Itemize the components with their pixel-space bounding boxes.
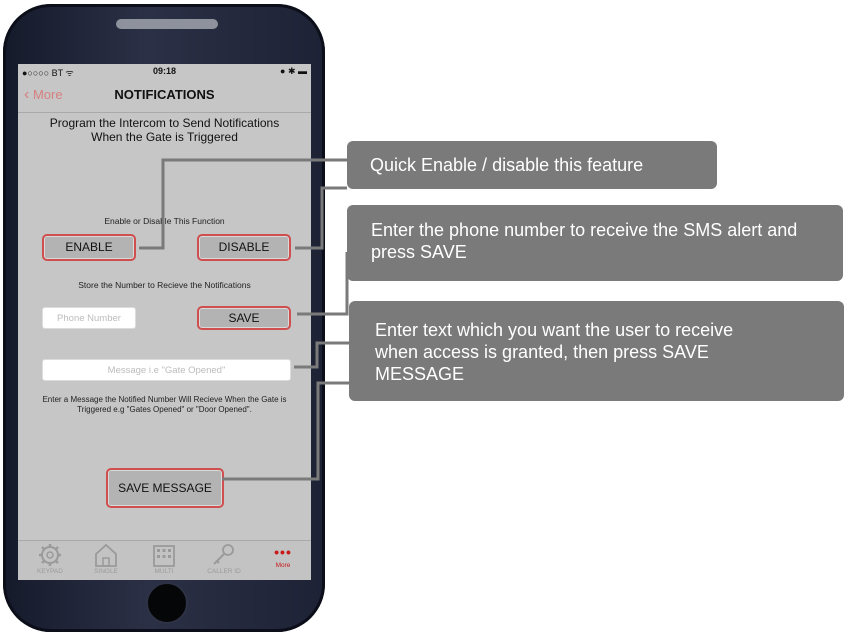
home-button[interactable]	[146, 582, 188, 624]
page-heading: Program the Intercom to Send Notificatio…	[28, 116, 301, 144]
connector-message	[294, 341, 349, 369]
store-number-label: Store the Number to Recieve the Notifica…	[78, 280, 251, 290]
message-input[interactable]	[42, 359, 291, 381]
page-title: NOTIFICATIONS	[114, 87, 215, 102]
more-dots-icon: •••	[274, 544, 292, 560]
disable-button[interactable]: DISABLE	[197, 234, 291, 261]
battery-icon: ● ✱ ▬	[280, 66, 307, 76]
save-message-button[interactable]: SAVE MESSAGE	[106, 468, 224, 508]
callout-message: Enter text which you want the user to re…	[349, 301, 844, 401]
back-button[interactable]: ‹ More	[24, 86, 63, 104]
save-button[interactable]: SAVE	[197, 306, 291, 330]
carrier-signal: ●○○○○ BT ᯤ	[22, 68, 74, 78]
connector-enable	[139, 158, 347, 250]
phone-speaker	[116, 19, 218, 29]
heading-line-2: When the Gate is Triggered	[91, 130, 238, 144]
key-icon	[213, 544, 234, 565]
app-screen: ●○○○○ BT ᯤ 09:18 ● ✱ ▬ ‹ More NOTIFICATI…	[18, 64, 311, 580]
status-bar: ●○○○○ BT ᯤ 09:18 ● ✱ ▬	[18, 64, 311, 78]
callout-phone-number: Enter the phone number to receive the SM…	[347, 205, 843, 281]
tab-caller-id[interactable]: CALLER ID	[199, 543, 249, 579]
connector-disable	[295, 186, 347, 250]
building-icon	[153, 545, 175, 567]
tab-more-label: More	[275, 562, 291, 569]
tab-caller-id-label: CALLER ID	[207, 568, 241, 575]
message-hint: Enter a Message the Notified Number Will…	[42, 395, 287, 414]
tab-multi[interactable]: MULTI	[139, 543, 189, 579]
navigation-bar: ‹ More NOTIFICATIONS	[18, 78, 311, 113]
phone-frame: ●○○○○ BT ᯤ 09:18 ● ✱ ▬ ‹ More NOTIFICATI…	[3, 4, 325, 632]
gear-icon	[39, 544, 61, 566]
tab-more[interactable]: ••• More	[258, 543, 308, 579]
connector-save-message	[222, 381, 349, 481]
tab-keypad-label: KEYPAD	[37, 568, 63, 575]
phone-number-input[interactable]	[42, 307, 136, 329]
tab-multi-label: MULTI	[154, 568, 174, 575]
enable-button[interactable]: ENABLE	[42, 234, 136, 261]
back-button-label: More	[32, 87, 63, 102]
chevron-left-icon: ‹	[24, 86, 30, 103]
house-icon	[95, 543, 117, 567]
status-time: 09:18	[152, 66, 177, 76]
tab-keypad[interactable]: KEYPAD	[25, 543, 75, 579]
tab-single-label: SINGLE	[94, 568, 118, 575]
callout-enable-disable: Quick Enable / disable this feature	[347, 141, 717, 189]
heading-line-1: Program the Intercom to Send Notificatio…	[49, 116, 280, 130]
tab-single[interactable]: SINGLE	[81, 543, 131, 579]
connector-save	[297, 252, 349, 316]
tab-bar: KEYPAD SINGLE MULTI	[18, 540, 311, 580]
